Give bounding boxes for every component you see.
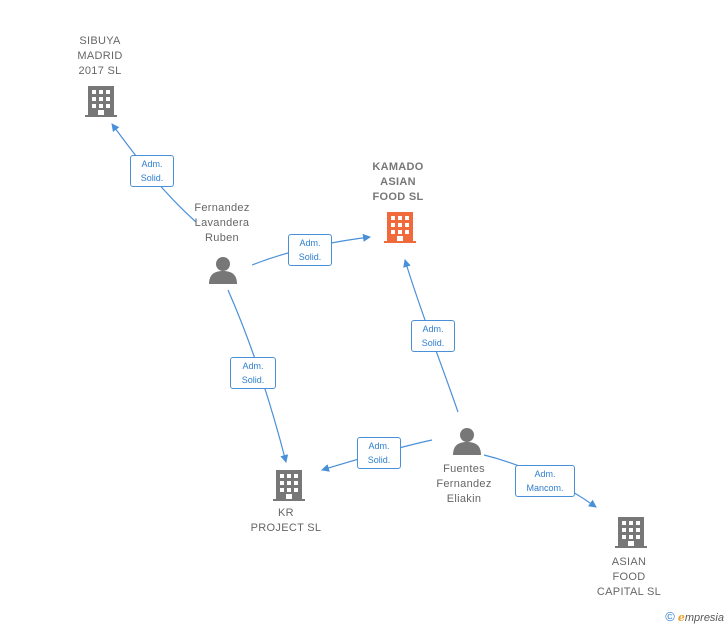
- edge-label: Adm. Solid.: [357, 437, 401, 469]
- node-label-fernandez[interactable]: Fernandez Lavandera Ruben: [194, 202, 250, 244]
- node-label-kr[interactable]: KR PROJECT SL: [250, 507, 322, 534]
- node-label-sibuya[interactable]: SIBUYA MADRID 2017 SL: [77, 35, 123, 77]
- building-icon[interactable]: [85, 86, 117, 117]
- empresia-logo[interactable]: © empresia: [665, 609, 724, 624]
- node-label-asianfood[interactable]: ASIAN FOOD CAPITAL SL: [596, 556, 662, 598]
- edge-label: Adm. Solid.: [288, 234, 332, 266]
- brand-e: e: [677, 611, 685, 624]
- brand-name: mpresia: [684, 612, 724, 624]
- person-icon[interactable]: [453, 428, 481, 455]
- edge-label: Adm. Solid.: [130, 155, 174, 187]
- node-label-kamado[interactable]: KAMADO ASIAN FOOD SL: [372, 161, 424, 203]
- edge-label: Adm. Mancom.: [515, 465, 575, 497]
- edge-label: Adm. Solid.: [411, 320, 455, 352]
- building-icon[interactable]: [273, 470, 305, 501]
- building-icon[interactable]: [615, 517, 647, 548]
- copyright-icon: ©: [665, 609, 675, 624]
- edge-label: Adm. Solid.: [230, 357, 276, 389]
- person-icon[interactable]: [209, 257, 237, 284]
- node-label-fuentes[interactable]: Fuentes Fernandez Eliakin: [436, 463, 492, 505]
- building-icon[interactable]: [384, 212, 416, 243]
